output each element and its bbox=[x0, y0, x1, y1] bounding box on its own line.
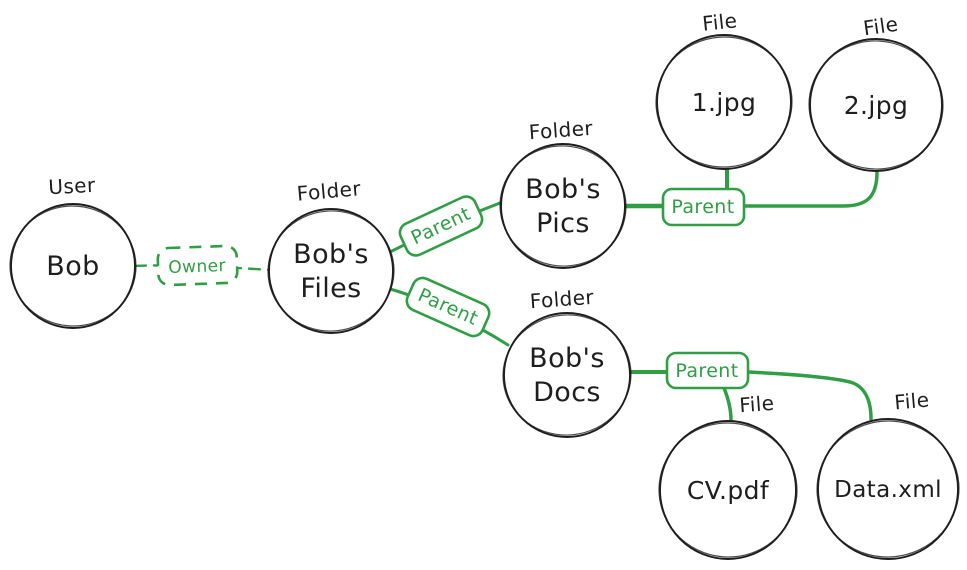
node-bobs-pics: Folder Bob's Pics bbox=[499, 116, 627, 269]
node-type-label: Folder bbox=[529, 285, 595, 313]
edge-label-text: Owner bbox=[168, 256, 226, 278]
edge-label-parent-files-docs: Parent bbox=[405, 276, 491, 338]
node-circle bbox=[268, 208, 394, 334]
node-file-2jpg: File 2.jpg bbox=[808, 12, 944, 172]
node-circle-sketch bbox=[267, 210, 395, 332]
node-bobs-files: Folder Bob's Files bbox=[267, 176, 395, 334]
nodes: User Bob Folder Bob's Files Folder Bob's… bbox=[9, 8, 960, 560]
node-file-1jpg: File 1.jpg bbox=[655, 8, 793, 170]
node-circle bbox=[10, 203, 136, 329]
edge-parent-pics-to-2jpg bbox=[743, 170, 879, 208]
node-label-line2: Files bbox=[300, 273, 361, 304]
node-file-dataxml: File Data.xml bbox=[816, 388, 960, 560]
node-label-line1: Bob's bbox=[293, 239, 369, 270]
edge-label-box bbox=[665, 351, 750, 390]
edge-label-box bbox=[398, 195, 484, 257]
node-label: Bob bbox=[46, 251, 99, 282]
node-circle bbox=[500, 143, 626, 269]
node-circle bbox=[817, 418, 959, 560]
node-circle-sketch bbox=[658, 422, 798, 558]
node-type-label: Folder bbox=[528, 116, 594, 144]
node-type-label: File bbox=[862, 12, 900, 41]
node-type-label: User bbox=[48, 173, 97, 199]
edge-label-box bbox=[156, 244, 239, 287]
node-circle bbox=[659, 420, 797, 560]
node-circle-sketch bbox=[808, 40, 944, 170]
node-label: 1.jpg bbox=[692, 88, 757, 117]
node-type-label: Folder bbox=[296, 176, 362, 206]
node-label-line1: Bob's bbox=[525, 174, 601, 205]
node-circle-sketch bbox=[499, 145, 627, 267]
edge-label-parent-docs-children: Parent bbox=[665, 351, 750, 390]
node-label-line1: Bob's bbox=[529, 343, 605, 374]
node-label-line2: Pics bbox=[536, 208, 590, 239]
node-label: CV.pdf bbox=[687, 476, 770, 505]
edge-label-box bbox=[661, 187, 746, 227]
edge-label-text: Parent bbox=[671, 196, 734, 218]
node-label: 2.jpg bbox=[844, 91, 909, 120]
node-type-label: File bbox=[701, 8, 738, 36]
node-label: Data.xml bbox=[834, 477, 942, 503]
node-circle-sketch bbox=[9, 205, 137, 327]
edge-labels: Owner Parent Parent Parent Parent bbox=[156, 187, 750, 390]
node-bobs-docs: Folder Bob's Docs bbox=[502, 285, 632, 438]
edge-label-box bbox=[405, 276, 491, 338]
edge-label-parent-files-pics: Parent bbox=[398, 195, 484, 257]
node-file-cvpdf: File CV.pdf bbox=[658, 391, 798, 560]
node-type-label: File bbox=[893, 388, 930, 415]
edge-parent-docs-to-dataxml bbox=[746, 370, 873, 421]
edge-label-text: Parent bbox=[675, 360, 738, 382]
node-bob: User Bob bbox=[9, 173, 137, 329]
node-circle-sketch bbox=[655, 36, 793, 168]
edge-label-owner: Owner bbox=[156, 244, 239, 287]
edge-parent-docs-to-cvpdf bbox=[722, 386, 733, 422]
edge-label-parent-pics-children: Parent bbox=[661, 187, 746, 227]
node-circle bbox=[503, 312, 631, 438]
node-circle bbox=[656, 34, 792, 170]
node-circle bbox=[809, 38, 943, 172]
node-label-line2: Docs bbox=[533, 377, 601, 408]
node-circle-sketch bbox=[502, 314, 632, 436]
node-type-label: File bbox=[739, 391, 776, 417]
node-circle-sketch bbox=[816, 420, 960, 558]
